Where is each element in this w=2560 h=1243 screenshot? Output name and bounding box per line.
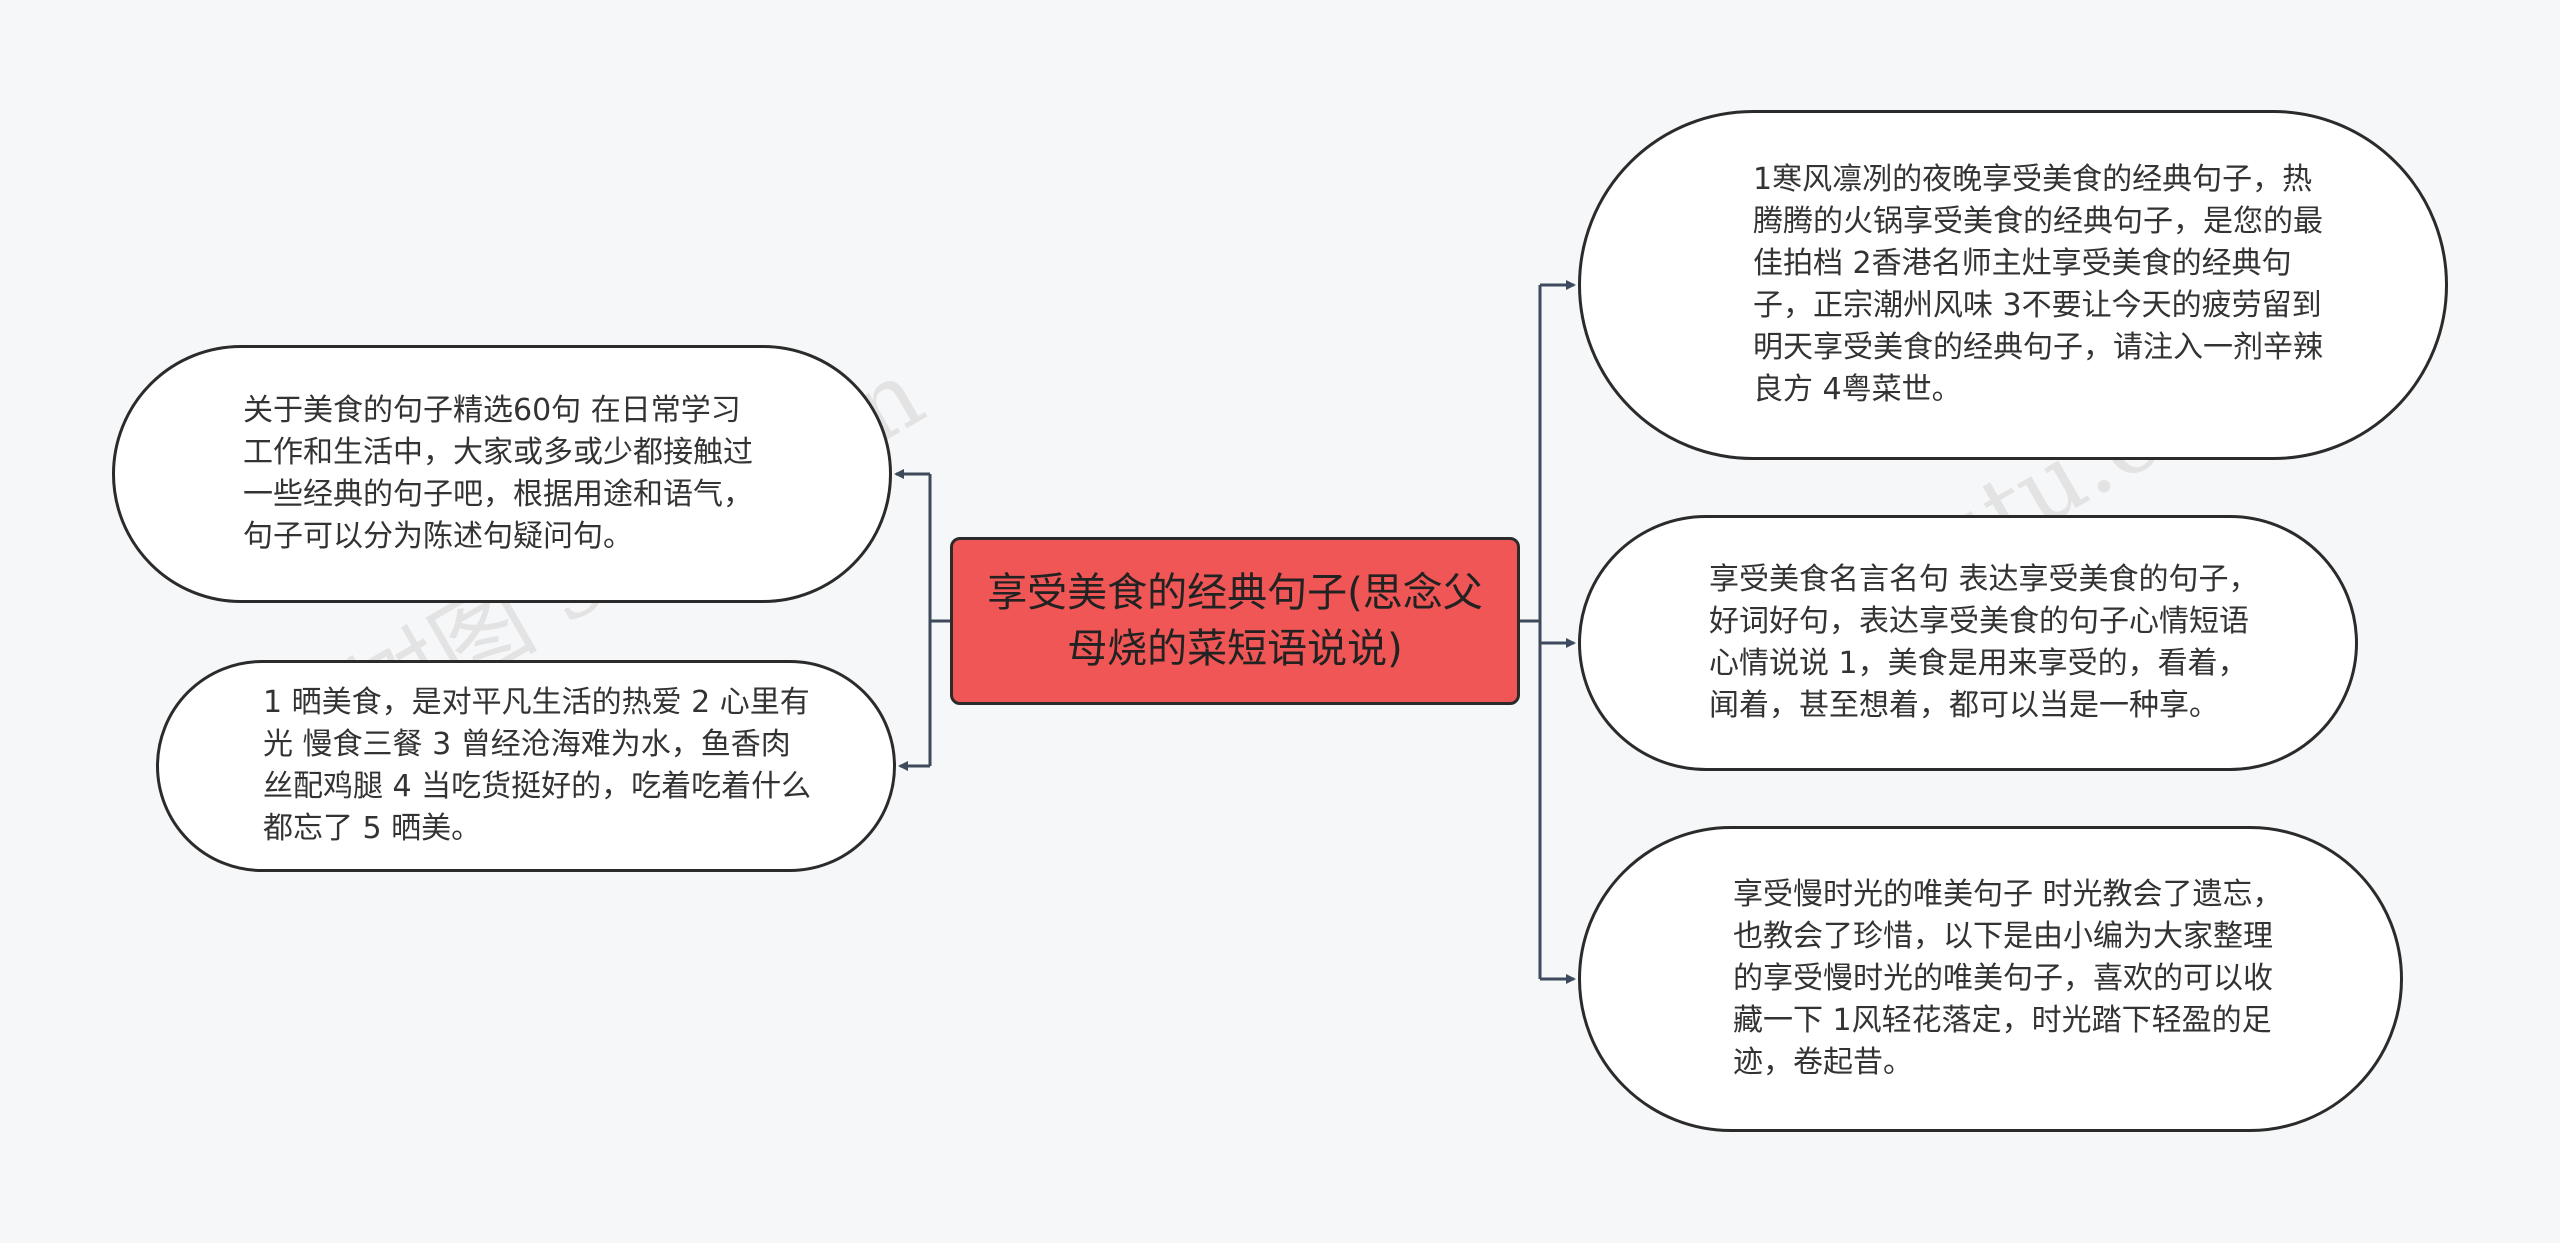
- topic-text: 享受慢时光的唯美句子 时光教会了遗忘，也教会了珍惜，以下是由小编为大家整理的享受…: [1733, 877, 2283, 1080]
- topic-text: 关于美食的句子精选60句 在日常学习工作和生活中，大家或多或少都接触过一些经典的…: [243, 393, 753, 554]
- topic-text: 1 晒美食，是对平凡生活的热爱 2 心里有光 慢食三餐 3 曾经沧海难为水，鱼香…: [263, 685, 812, 846]
- right-topic-node-3[interactable]: 享受慢时光的唯美句子 时光教会了遗忘，也教会了珍惜，以下是由小编为大家整理的享受…: [1578, 826, 2403, 1132]
- left-topic-node-1[interactable]: 关于美食的句子精选60句 在日常学习工作和生活中，大家或多或少都接触过一些经典的…: [112, 345, 892, 603]
- topic-text: 1寒风凛冽的夜晚享受美食的经典句子，热腾腾的火锅享受美食的经典句子，是您的最佳拍…: [1753, 162, 2323, 407]
- right-topic-node-2[interactable]: 享受美食名言名句 表达享受美食的句子，好词好句，表达享受美食的句子心情短语心情说…: [1578, 515, 2358, 771]
- root-topic-node[interactable]: 享受美食的经典句子(思念父母烧的菜短语说说): [950, 537, 1520, 705]
- left-topic-node-2[interactable]: 1 晒美食，是对平凡生活的热爱 2 心里有光 慢食三餐 3 曾经沧海难为水，鱼香…: [156, 660, 896, 872]
- topic-text: 享受美食名言名句 表达享受美食的句子，好词好句，表达享受美食的句子心情短语心情说…: [1709, 562, 2259, 723]
- right-topic-node-1[interactable]: 1寒风凛冽的夜晚享受美食的经典句子，热腾腾的火锅享受美食的经典句子，是您的最佳拍…: [1578, 110, 2448, 460]
- root-topic-label: 享受美食的经典句子(思念父母烧的菜短语说说): [987, 570, 1483, 672]
